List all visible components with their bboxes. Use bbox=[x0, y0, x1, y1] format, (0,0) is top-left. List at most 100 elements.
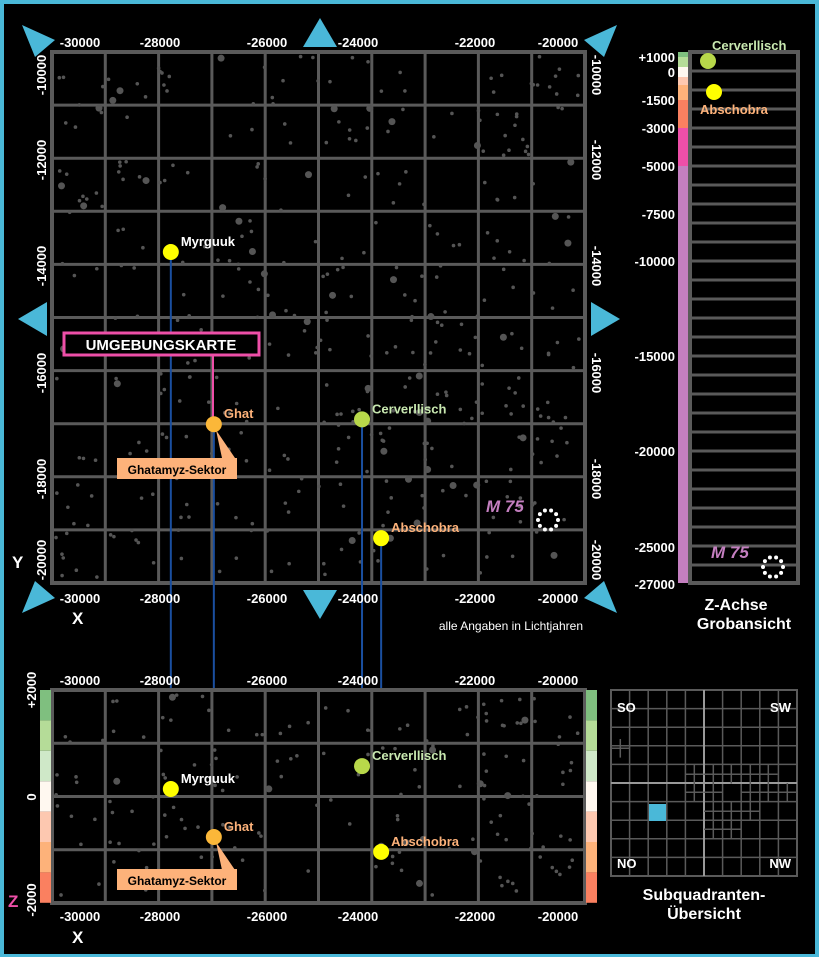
star bbox=[403, 293, 407, 297]
cluster-star bbox=[537, 512, 542, 517]
star bbox=[550, 439, 554, 444]
star bbox=[181, 292, 186, 297]
tick-label: 0 bbox=[668, 65, 675, 80]
star bbox=[505, 495, 510, 499]
star bbox=[521, 404, 526, 408]
star bbox=[288, 141, 293, 145]
xy-map[interactable] bbox=[50, 50, 587, 585]
tick-label: -30000 bbox=[60, 673, 100, 688]
star bbox=[567, 865, 572, 869]
system-marker-abschobra[interactable] bbox=[706, 84, 722, 100]
star bbox=[64, 172, 69, 176]
star bbox=[209, 762, 214, 767]
star bbox=[386, 129, 390, 134]
star bbox=[74, 775, 78, 779]
star bbox=[228, 133, 233, 138]
star bbox=[244, 419, 249, 424]
star bbox=[393, 746, 397, 751]
star bbox=[457, 242, 462, 247]
star bbox=[513, 123, 517, 128]
star bbox=[357, 531, 361, 535]
star bbox=[379, 89, 384, 93]
star bbox=[510, 554, 515, 559]
star bbox=[425, 441, 429, 446]
system-marker-ghat[interactable] bbox=[205, 416, 222, 433]
star bbox=[417, 785, 422, 789]
star bbox=[399, 868, 404, 873]
star bbox=[365, 126, 370, 130]
nav-arrow-right-icon[interactable] bbox=[591, 302, 620, 336]
nav-arrow-down-icon[interactable] bbox=[303, 590, 337, 619]
nav-arrow-up-icon[interactable] bbox=[303, 18, 337, 47]
tick-label: -10000 bbox=[589, 55, 604, 95]
star bbox=[457, 707, 462, 712]
z-color-band bbox=[40, 750, 51, 782]
star bbox=[183, 826, 187, 831]
star bbox=[116, 170, 121, 174]
star bbox=[321, 751, 326, 756]
star bbox=[287, 561, 291, 566]
nav-arrow-left-icon[interactable] bbox=[18, 302, 47, 336]
star bbox=[541, 845, 545, 849]
nav-arrow-down-left-icon[interactable] bbox=[22, 581, 55, 613]
star bbox=[441, 488, 445, 493]
star bbox=[422, 202, 426, 207]
tick-label: -7500 bbox=[642, 207, 675, 222]
system-marker-cerverllisch[interactable] bbox=[354, 411, 371, 428]
star bbox=[250, 521, 255, 526]
current-subquadrant-marker[interactable] bbox=[649, 804, 666, 821]
star bbox=[533, 501, 537, 505]
star bbox=[354, 138, 358, 143]
units-note: alle Angaben in Lichtjahren bbox=[439, 619, 583, 633]
star bbox=[179, 556, 184, 561]
star bbox=[334, 460, 339, 464]
z-axis-label: Z bbox=[8, 892, 18, 911]
star bbox=[286, 510, 291, 514]
star bbox=[117, 841, 121, 846]
star bbox=[516, 376, 521, 380]
star bbox=[121, 177, 125, 182]
star bbox=[362, 250, 366, 255]
system-marker-abschobra[interactable] bbox=[373, 843, 390, 860]
tick-label: -1500 bbox=[642, 93, 675, 108]
star bbox=[117, 160, 122, 164]
tick-label: -26000 bbox=[247, 909, 287, 924]
star bbox=[495, 832, 500, 837]
star bbox=[407, 376, 412, 380]
star bbox=[262, 65, 267, 70]
cluster-star bbox=[554, 512, 559, 517]
star bbox=[165, 89, 169, 93]
star bbox=[482, 752, 486, 756]
system-marker-myrguuk[interactable] bbox=[162, 244, 179, 261]
star bbox=[389, 276, 397, 284]
star bbox=[214, 756, 218, 761]
star bbox=[156, 66, 161, 71]
system-marker-cerverllisch[interactable] bbox=[354, 758, 371, 775]
star bbox=[478, 571, 483, 575]
z-panel-caption: Z-Achse bbox=[704, 597, 767, 614]
star bbox=[467, 351, 472, 356]
system-marker-myrguuk[interactable] bbox=[162, 781, 179, 798]
system-marker-abschobra[interactable] bbox=[373, 530, 390, 547]
star bbox=[112, 534, 116, 539]
star bbox=[534, 530, 539, 534]
star bbox=[504, 404, 508, 408]
system-marker-ghat[interactable] bbox=[205, 828, 222, 845]
subquadrant-overview[interactable]: SO SW NO NW Subquadranten- Übersicht bbox=[610, 689, 798, 923]
xz-map[interactable] bbox=[50, 688, 587, 905]
star bbox=[427, 406, 431, 410]
z-color-band bbox=[678, 166, 689, 583]
star bbox=[244, 459, 249, 463]
system-marker-cerverllisch[interactable] bbox=[700, 53, 716, 69]
nav-arrow-up-left-icon[interactable] bbox=[22, 25, 55, 57]
top-x-ticks-upper: -30000 -28000 -26000 -24000 -22000 -2000… bbox=[60, 35, 578, 50]
star bbox=[378, 431, 383, 436]
nav-arrow-up-right-icon[interactable] bbox=[584, 25, 617, 57]
nav-arrow-down-right-icon[interactable] bbox=[584, 581, 617, 613]
cluster-star bbox=[767, 555, 772, 560]
cluster-star bbox=[549, 527, 554, 532]
star bbox=[403, 89, 407, 93]
star bbox=[554, 869, 559, 874]
star bbox=[498, 875, 502, 880]
star bbox=[121, 227, 126, 232]
